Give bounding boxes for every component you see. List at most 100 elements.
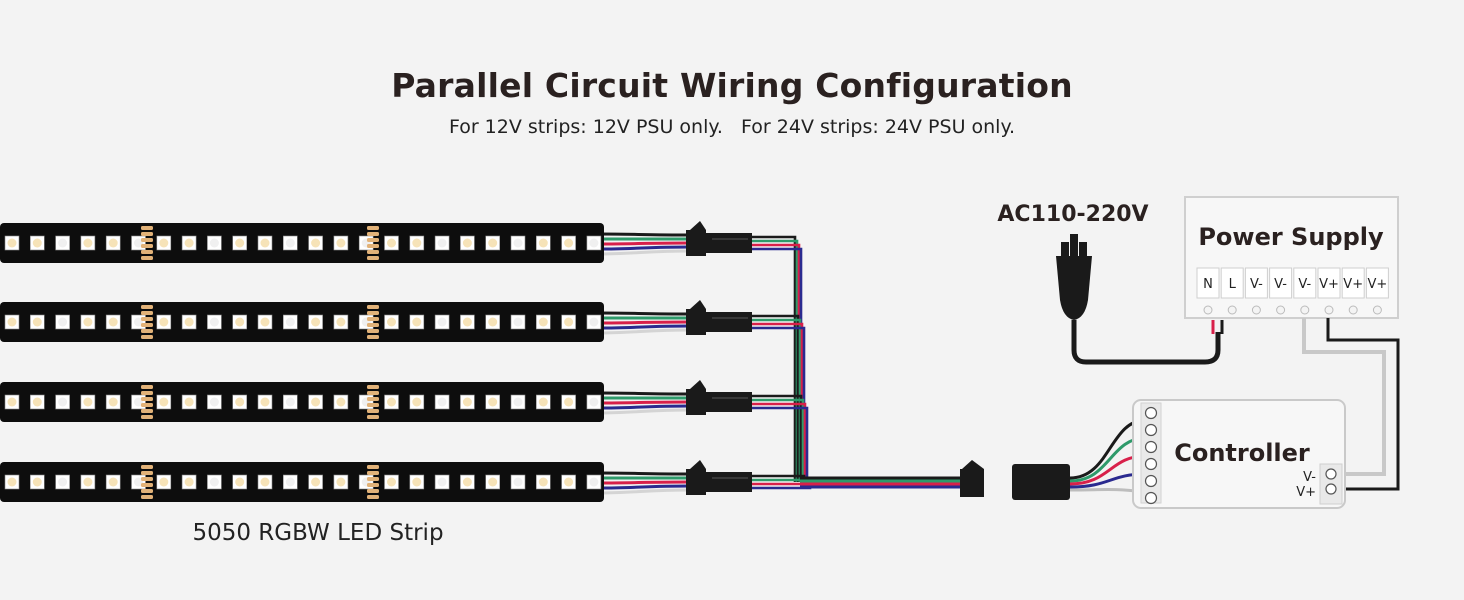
plug-pin-right — [1079, 242, 1087, 258]
led-emitter — [387, 397, 396, 407]
led-emitter — [538, 317, 548, 327]
led-emitter — [538, 477, 548, 487]
solder-pad — [141, 415, 153, 419]
led-emitter — [564, 397, 574, 407]
solder-pad — [367, 317, 379, 321]
psu-terminal-cell — [1269, 267, 1293, 299]
solder-pad — [141, 391, 153, 395]
led-emitter — [564, 317, 574, 327]
led-emitter — [311, 397, 321, 407]
power-supply-box — [1184, 196, 1399, 319]
wire — [599, 488, 691, 495]
led-emitter — [260, 397, 270, 407]
led-emitter — [412, 238, 422, 248]
led-emitter — [108, 317, 118, 327]
solder-pad — [141, 477, 153, 481]
controller: Controller V- V+ — [1132, 399, 1346, 509]
led-emitter — [7, 317, 17, 327]
wire — [599, 241, 691, 246]
psu-terminal-label: V- — [1274, 277, 1287, 292]
led-emitter — [538, 238, 548, 248]
controller-screw — [1144, 423, 1158, 437]
psu-terminal-cell — [1317, 267, 1341, 299]
solder-pad — [141, 238, 153, 242]
led-emitter — [285, 317, 295, 327]
psu-terminal-cell — [1293, 267, 1317, 299]
ac-cable — [1071, 320, 1221, 365]
wire — [599, 484, 691, 490]
psu-terminal: V+ — [1341, 267, 1365, 315]
solder-pad — [367, 489, 379, 493]
controller-terminal-vpos: V+ — [1296, 485, 1316, 500]
led-emitter — [387, 238, 396, 248]
led-emitter — [285, 397, 295, 407]
wire — [599, 232, 691, 237]
led-emitter — [412, 477, 422, 487]
led-emitter — [462, 397, 472, 407]
led-emitter — [184, 238, 194, 248]
controller-box — [1132, 399, 1346, 509]
psu-screw — [1300, 305, 1310, 315]
wires-layer — [599, 232, 1147, 495]
connector-female — [706, 392, 752, 412]
psu-terminal-label: V- — [1298, 277, 1311, 292]
led-strips — [0, 223, 604, 502]
led-emitter — [462, 317, 472, 327]
psu-screw — [1203, 305, 1213, 315]
page-title: Parallel Circuit Wiring Configuration — [391, 66, 1073, 105]
solder-pad — [141, 409, 153, 413]
solder-pad — [367, 250, 379, 254]
led-emitter — [159, 397, 169, 407]
led-emitter — [58, 397, 68, 407]
led-emitter — [83, 477, 93, 487]
psu-screw — [1227, 305, 1237, 315]
psu-terminal-label: V- — [1250, 277, 1263, 292]
led-strip-4 — [0, 462, 604, 502]
solder-pad — [367, 403, 379, 407]
led-emitter — [387, 317, 396, 327]
solder-pad — [367, 385, 379, 389]
wire — [599, 404, 691, 410]
controller-screw-vneg — [1325, 468, 1337, 480]
led-emitter — [184, 317, 194, 327]
psu-terminal: N — [1196, 267, 1220, 315]
led-emitter — [7, 477, 17, 487]
led-emitter — [58, 238, 68, 248]
power-supply-title: Power Supply — [1198, 223, 1384, 251]
psu-terminal: V+ — [1365, 267, 1389, 315]
solder-pad — [367, 409, 379, 413]
psu-terminal-label: L — [1229, 277, 1237, 292]
psu-screw — [1324, 305, 1334, 315]
connector-female — [706, 472, 752, 492]
led-emitter — [589, 238, 599, 248]
connector-male — [960, 469, 984, 497]
bus-wire — [750, 247, 803, 482]
led-emitter — [83, 397, 93, 407]
plug-pin-center — [1070, 234, 1078, 258]
psu-terminal-label: V+ — [1343, 277, 1363, 292]
psu-terminal-cell — [1196, 267, 1220, 299]
led-emitter — [235, 397, 245, 407]
led-emitter — [209, 397, 219, 407]
connector-male — [686, 309, 706, 335]
controller-title: Controller — [1174, 439, 1310, 467]
bus-wire — [750, 239, 799, 482]
psu-screw — [1276, 305, 1286, 315]
led-emitter — [32, 397, 42, 407]
solder-pad — [367, 495, 379, 499]
ac-input-label: AC110-220V — [997, 202, 1148, 227]
solder-pad — [367, 397, 379, 401]
solder-pad — [141, 483, 153, 487]
bus-wire — [750, 406, 809, 482]
psu-positive-wire — [1326, 318, 1400, 491]
solder-pad — [141, 305, 153, 309]
led-emitter — [285, 238, 295, 248]
psu-terminal: L — [1220, 267, 1244, 315]
controller-screw-vpos — [1325, 483, 1337, 495]
led-emitter — [108, 238, 118, 248]
led-strip-label: 5050 RGBW LED Strip — [192, 520, 443, 546]
connector-2 — [686, 300, 752, 335]
led-emitter — [387, 477, 396, 487]
led-emitter — [260, 238, 270, 248]
